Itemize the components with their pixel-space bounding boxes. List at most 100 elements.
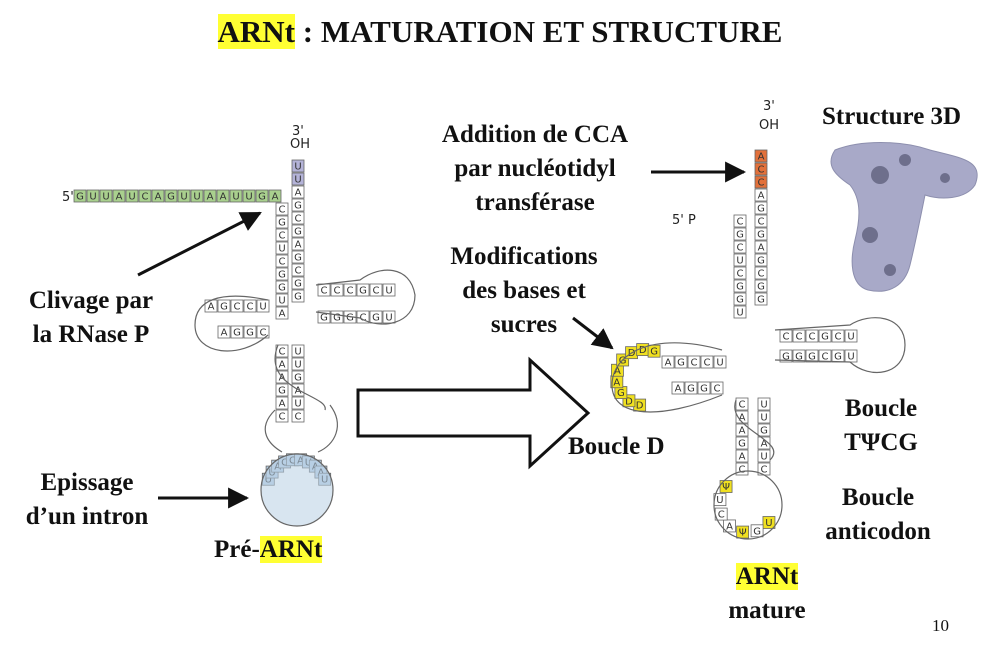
- mature-cca-nt: A: [754, 149, 768, 163]
- mature-anticodon-nt: G: [735, 436, 749, 450]
- svg-text:C: C: [234, 302, 241, 313]
- svg-text:A: A: [221, 328, 228, 339]
- svg-text:G: G: [757, 256, 765, 267]
- pre-acceptor-nt: G: [291, 224, 305, 238]
- svg-text:C: C: [347, 286, 354, 297]
- pre-five-prime: 5': [62, 190, 74, 205]
- pre-anticodon-nt: G: [291, 370, 305, 384]
- page-title: ARNt : MATURATION ET STRUCTURE: [0, 10, 1000, 54]
- svg-text:U: U: [760, 413, 767, 424]
- svg-text:C: C: [321, 286, 328, 297]
- pre-leader-nt: A: [203, 189, 217, 203]
- svg-text:Ψ: Ψ: [722, 482, 730, 493]
- pre-d-arm-nt: G: [230, 325, 244, 339]
- svg-text:C: C: [758, 269, 765, 280]
- pre-anticodon-loop: [260, 453, 334, 527]
- svg-text:A: A: [155, 192, 162, 203]
- big-transform-arrow: [356, 356, 591, 470]
- mature-anticodon-loop-nt: A: [723, 519, 736, 532]
- pre-d-arm-nt: A: [217, 325, 231, 339]
- svg-text:A: A: [279, 309, 286, 320]
- svg-text:U: U: [294, 175, 301, 186]
- svg-text:G: G: [346, 313, 354, 324]
- mature-cca-nt: C: [754, 162, 768, 176]
- pre-acceptor-nt: G: [275, 215, 289, 229]
- svg-text:C: C: [809, 332, 816, 343]
- mature-acceptor-nt: U: [733, 253, 747, 267]
- svg-text:C: C: [737, 269, 744, 280]
- svg-text:A: A: [279, 399, 286, 410]
- mature-d-arm-nt: U: [713, 355, 727, 369]
- svg-text:A: A: [739, 426, 746, 437]
- mature-anticodon-nt: U: [757, 410, 771, 424]
- svg-text:G: G: [76, 192, 84, 203]
- svg-text:G: G: [294, 201, 302, 212]
- mature-acceptor-nt: G: [733, 279, 747, 293]
- mature-anticodon-loop-nt: Ψ: [736, 525, 750, 539]
- svg-text:C: C: [718, 510, 725, 521]
- svg-text:A: A: [295, 386, 302, 397]
- svg-text:U: U: [278, 244, 285, 255]
- mature-anticodon-loop-nt: G: [750, 524, 764, 537]
- mature-t-loop: [774, 317, 906, 374]
- mature-acceptor-nt: A: [754, 240, 768, 254]
- mature-variable: [734, 399, 775, 461]
- svg-text:U: U: [760, 452, 767, 463]
- pre-acceptor-nt: G: [275, 267, 289, 281]
- pre-acceptor-nt: G: [291, 250, 305, 264]
- svg-text:D: D: [628, 348, 636, 359]
- pre-leader-nt: G: [255, 189, 269, 203]
- mature-anticodon-loop: [713, 470, 783, 540]
- pre-anticodon-nt: A: [275, 357, 289, 371]
- svg-text:C: C: [360, 313, 367, 324]
- svg-text:C: C: [704, 358, 711, 369]
- mature-five-prime-p: 5' P: [672, 213, 696, 228]
- label-structure-3d: Structure 3D: [822, 103, 962, 130]
- pre-tail-nt: U: [291, 172, 305, 186]
- svg-text:G: G: [258, 192, 266, 203]
- svg-text:U: U: [294, 360, 301, 371]
- mature-acceptor-nt: G: [754, 292, 768, 306]
- svg-text:A: A: [739, 413, 746, 424]
- pre-leader-nt: A: [112, 189, 126, 203]
- svg-text:A: A: [613, 377, 620, 388]
- svg-text:C: C: [739, 465, 746, 476]
- pre-oh: OH: [290, 137, 310, 152]
- mature-acceptor-nt: C: [754, 266, 768, 280]
- svg-text:C: C: [822, 352, 829, 363]
- mature-d-arm-nt: C: [687, 355, 701, 369]
- mature-acceptor-nt: C: [733, 266, 747, 280]
- mature-d-arm-nt: G: [697, 381, 711, 395]
- svg-text:A: A: [675, 384, 682, 395]
- svg-text:D: D: [636, 401, 644, 412]
- svg-text:U: U: [716, 495, 723, 506]
- svg-text:G: G: [333, 313, 341, 324]
- svg-text:D: D: [625, 396, 633, 407]
- mature-d-loop-nt: G: [614, 386, 628, 399]
- mature-t-arm-nt: U: [844, 329, 858, 343]
- pre-acceptor-nt: C: [275, 254, 289, 268]
- pre-leader-nt: U: [99, 189, 113, 203]
- pre-t-arm-nt: C: [343, 283, 357, 297]
- mature-d-arm-nt: C: [700, 355, 714, 369]
- mature-anticodon-nt: A: [735, 423, 749, 437]
- svg-text:A: A: [758, 243, 765, 254]
- svg-text:G: G: [757, 282, 765, 293]
- pre-three-prime: 3': [292, 124, 304, 139]
- svg-text:G: G: [821, 332, 829, 343]
- svg-text:C: C: [260, 328, 267, 339]
- mature-anticodon-nt: A: [757, 436, 771, 450]
- pre-anticodon-nt: C: [275, 344, 289, 358]
- pre-anticodon-nt: A: [291, 383, 305, 397]
- svg-text:G: G: [233, 328, 241, 339]
- svg-text:U: U: [294, 162, 301, 173]
- mature-anticodon-loop-nt: U: [762, 516, 776, 529]
- svg-text:G: G: [687, 384, 695, 395]
- mature-d-arm-nt: G: [684, 381, 698, 395]
- svg-text:U: U: [716, 358, 723, 369]
- pre-anticodon-nt: C: [291, 409, 305, 423]
- svg-text:G: G: [736, 230, 744, 241]
- mature-anticodon-nt: C: [735, 397, 749, 411]
